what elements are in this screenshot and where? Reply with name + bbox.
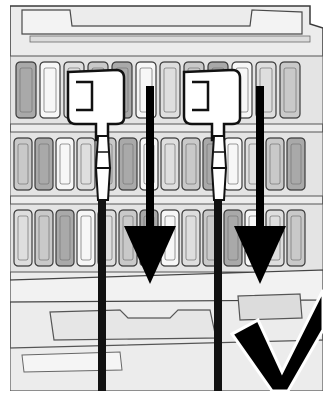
lower-tray [10,269,323,391]
middle-row-fuse-inner [38,143,50,185]
middle-row-fuse-inner [290,143,302,185]
right-down-arrow [234,86,286,284]
puller-cables [98,200,222,391]
check-mark-icon [229,289,323,391]
top-row-fuse [39,61,61,119]
middle-row-fuse [181,137,201,191]
bottom-row-fuse-inner [59,215,71,261]
bottom-row-fuse-inner [185,215,197,261]
bottom-row-fuse-inner [227,215,239,261]
bottom-row-fuse [181,209,201,267]
top-row-fuse-inner [19,67,33,113]
fuse-box-illustration [10,5,323,391]
top-row-fuse-inner [283,67,297,113]
middle-row-fuse-inner [164,143,176,185]
middle-row-fuse [55,137,75,191]
bottom-row-fuse [13,209,33,267]
middle-row-fuse-inner [17,143,29,185]
middle-row-fuse [286,137,306,191]
bottom-row-fuse-inner [80,215,92,261]
bottom-row-fuse-inner [38,215,50,261]
top-row-fuse-inner [43,67,57,113]
middle-row-fuse-inner [185,143,197,185]
right-cable [214,200,222,391]
middle-row-fuse-inner [59,143,71,185]
middle-row-fuse [265,137,285,191]
top-row-fuse [15,61,37,119]
bottom-row-fuse [55,209,75,267]
bottom-row-fuse-inner [290,215,302,261]
middle-row-fuse-inner [80,143,92,185]
left-cable [98,200,106,391]
bottom-row-fuse [223,209,243,267]
middle-row-fuse-inner [269,143,281,185]
middle-row-fuse [13,137,33,191]
left-puller-tool [66,68,126,201]
top-row-fuse [279,61,301,119]
top-row-fuse [159,61,181,119]
middle-row-fuse [118,137,138,191]
middle-row-fuse-inner [227,143,239,185]
bottom-row-fuse-inner [17,215,29,261]
bottom-row-fuse [286,209,306,267]
diagram-panel [10,0,323,391]
bottom-row-fuse [76,209,96,267]
top-row-fuse-inner [163,67,177,113]
bottom-row-fuse [34,209,54,267]
middle-row-fuse [34,137,54,191]
middle-row-fuse-inner [122,143,134,185]
middle-row-fuse [76,137,96,191]
middle-row-fuse [160,137,180,191]
left-down-arrow [124,86,176,284]
right-puller-tool [182,68,242,201]
